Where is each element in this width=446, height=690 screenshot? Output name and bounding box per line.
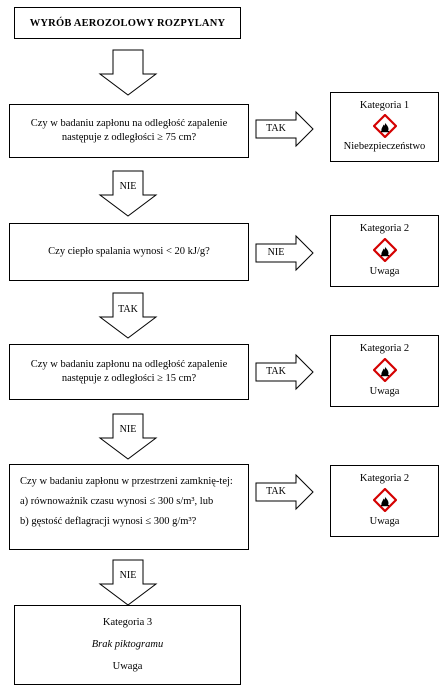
down-arrow-2 [98,170,158,217]
question-line-b-4: b) gęstość deflagracji wynosi ≤ 300 g/m³… [20,516,197,527]
flame-pictogram-icon [372,488,397,512]
flame-pictogram-icon [372,358,397,382]
question-line-a-4: a) równoważnik czasu wynosi ≤ 300 s/m³, … [20,496,214,507]
result-signal-1: Niebezpieczeństwo [343,141,426,152]
result-box-2: Kategoria 2 Uwaga [330,215,439,287]
question-box-3: Czy w badaniu zapłonu na odległość zapal… [9,344,249,400]
down-arrow-1 [98,49,158,96]
down-label-5: NIE [119,570,137,581]
question-text-1: Czy w badaniu zapłonu na odległość zapal… [30,118,228,143]
down-arrow-3 [98,292,158,339]
result-signal-2: Uwaga [369,266,400,277]
result-signal-3: Uwaga [369,386,400,397]
result-category-1: Kategoria 1 [359,100,410,111]
final-pictogram-note: Brak piktogramu [91,639,164,650]
side-arrow-3 [255,353,314,391]
question-box-4: Czy w badaniu zapłonu w przestrzeni zamk… [9,464,249,550]
question-intro-4: Czy w badaniu zapłonu w przestrzeni zamk… [20,476,233,487]
question-text-2: Czy ciepło spalania wynosi < 20 kJ/g? [48,246,210,257]
side-label-4: TAK [266,486,286,497]
side-arrow-4 [255,473,314,511]
down-label-2: NIE [119,181,137,192]
side-label-3: TAK [266,366,286,377]
result-box-3: Kategoria 2 Uwaga [330,335,439,407]
title-text: WYRÓB AEROZOLOWY ROZPYLANY [29,17,226,29]
down-arrow-5 [98,559,158,606]
side-label-1: TAK [266,123,286,134]
result-category-2: Kategoria 2 [359,223,410,234]
result-signal-4: Uwaga [369,516,400,527]
side-arrow-2 [255,234,314,272]
down-label-4: NIE [119,424,137,435]
flame-pictogram-icon [372,238,397,262]
final-signal: Uwaga [112,661,143,672]
question-box-1: Czy w badaniu zapłonu na odległość zapal… [9,104,249,158]
question-text-3: Czy w badaniu zapłonu na odległość zapal… [30,359,228,384]
final-category: Kategoria 3 [102,617,153,628]
title-box: WYRÓB AEROZOLOWY ROZPYLANY [14,7,241,39]
result-box-4: Kategoria 2 Uwaga [330,465,439,537]
down-arrow-4 [98,413,158,460]
final-box: Kategoria 3 Brak piktogramu Uwaga [14,605,241,685]
flame-pictogram-icon [372,114,397,138]
result-category-3: Kategoria 2 [359,343,410,354]
question-box-2: Czy ciepło spalania wynosi < 20 kJ/g? [9,223,249,281]
side-arrow-1 [255,110,314,148]
side-label-2: NIE [267,247,285,258]
down-label-3: TAK [118,304,138,315]
result-category-4: Kategoria 2 [359,473,410,484]
result-box-1: Kategoria 1 Niebezpieczeństwo [330,92,439,162]
